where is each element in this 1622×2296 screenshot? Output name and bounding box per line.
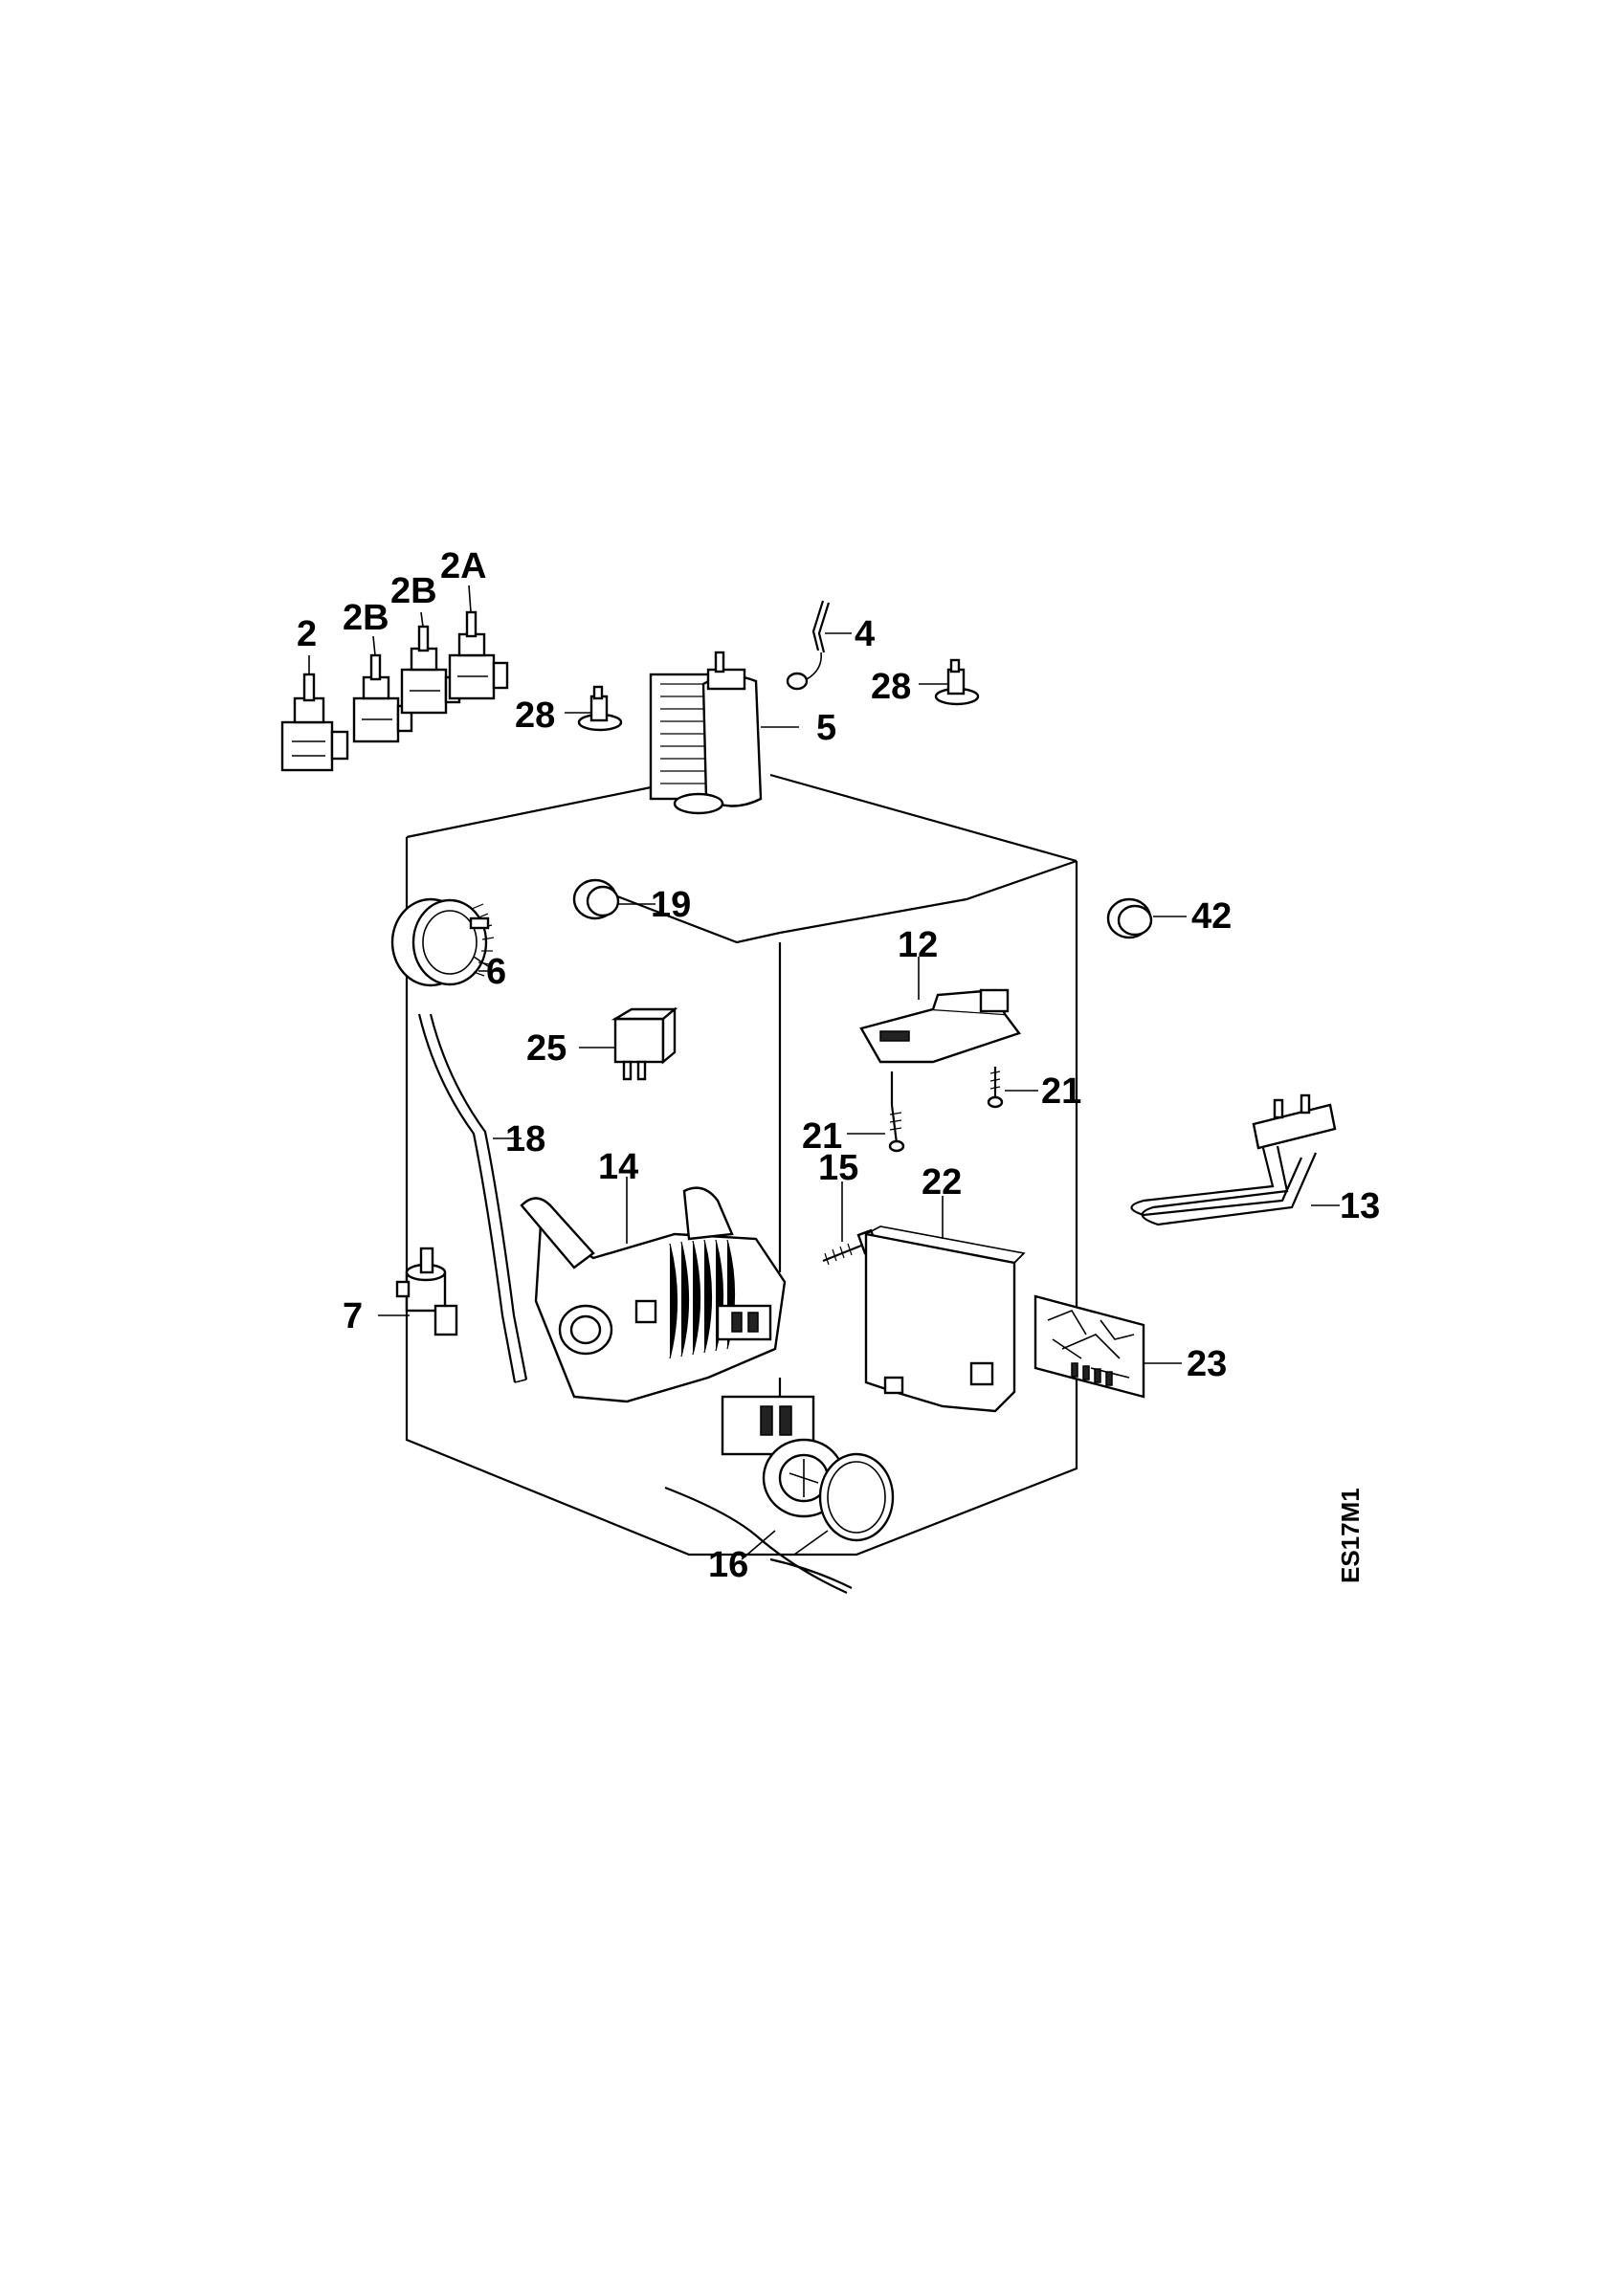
circuit-board-23 [1033, 1294, 1182, 1399]
plug-42 [1106, 897, 1187, 939]
label-25: 25 [526, 1028, 567, 1069]
label-28-left: 28 [515, 695, 555, 736]
program-switch-2 [280, 673, 349, 772]
label-28-right: 28 [871, 667, 911, 707]
door-lock-12 [859, 957, 1021, 1064]
label-19: 19 [651, 885, 691, 925]
relay-25 [579, 1006, 678, 1081]
label-7: 7 [343, 1296, 363, 1336]
label-2a: 2A [440, 546, 487, 586]
timer-6 [390, 897, 502, 1000]
module-housing-22 [864, 1196, 1026, 1413]
label-6: 6 [486, 952, 506, 992]
label-42: 42 [1191, 896, 1232, 937]
screw-21-left [847, 1071, 905, 1153]
label-14: 14 [598, 1147, 638, 1187]
switch-2b-right [400, 625, 461, 715]
part-28-right [919, 658, 980, 706]
filter-unit-5 [649, 651, 799, 815]
heating-element-13 [1130, 1093, 1340, 1226]
part-28-left [565, 685, 623, 732]
switch-2a [448, 610, 509, 700]
motor-14 [520, 1177, 787, 1403]
drain-pump-16 [664, 1395, 895, 1595]
label-2b-left: 2B [343, 598, 389, 638]
label-18: 18 [505, 1119, 545, 1159]
part-labels: 2 2B 2B 2A 4 28 28 5 19 42 6 25 12 21 21… [297, 546, 1380, 1585]
inlet-valve-7 [378, 1247, 458, 1336]
label-5: 5 [816, 708, 836, 748]
hose-18 [417, 1013, 528, 1383]
label-2b-right: 2B [390, 571, 437, 611]
label-15: 15 [818, 1148, 858, 1188]
label-21-left: 21 [802, 1116, 842, 1157]
label-13: 13 [1340, 1186, 1380, 1226]
grommet-19 [572, 878, 655, 920]
leader-lines-switches [308, 585, 472, 674]
drawing-code: ES17M1 [1336, 1488, 1365, 1583]
label-22: 22 [922, 1162, 962, 1203]
label-12: 12 [898, 925, 938, 965]
label-16: 16 [708, 1545, 748, 1585]
label-2: 2 [297, 614, 317, 654]
label-23: 23 [1187, 1344, 1227, 1384]
label-4: 4 [855, 614, 875, 654]
label-21-right: 21 [1041, 1071, 1081, 1112]
sensor-4 [786, 600, 852, 691]
screw-21-right [987, 1067, 1038, 1109]
